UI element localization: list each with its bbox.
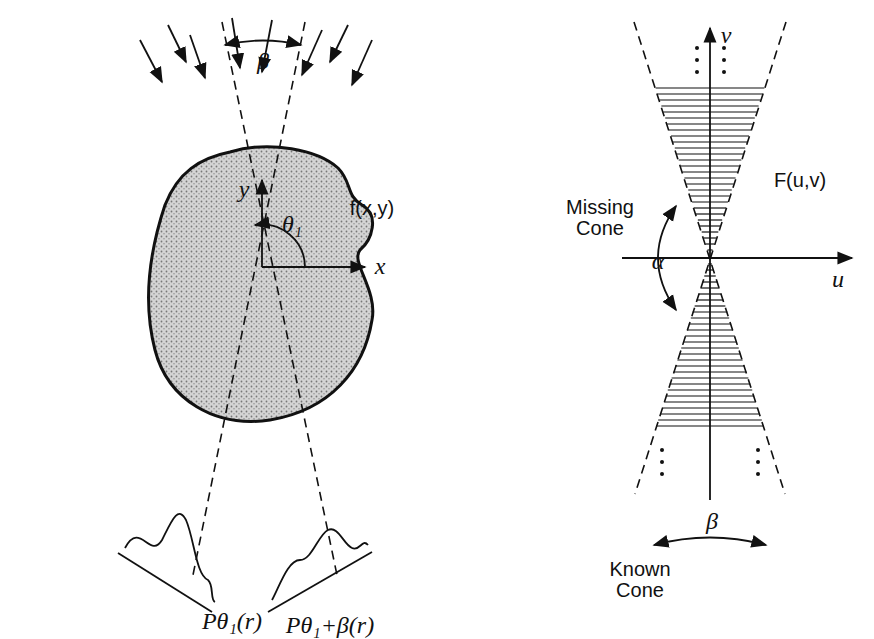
projection-label: Pθ₁+β(r) (286, 613, 374, 638)
function-label: F(u,v) (774, 170, 826, 191)
region-label: Known Cone (600, 559, 680, 601)
projections (118, 514, 372, 612)
angle-label: θ₁ (282, 212, 302, 237)
axis-label: x (375, 254, 386, 279)
frequency-axes (622, 28, 852, 545)
beam-bounds (192, 22, 338, 580)
function-label: f(x,y) (350, 198, 394, 219)
region-label: Missing Cone (560, 197, 640, 239)
projection-label: Pθ₁(r) (202, 609, 262, 634)
angle-label: β (257, 49, 269, 74)
incident-rays (140, 18, 372, 85)
axis-label: u (832, 267, 844, 292)
object-blob (148, 147, 372, 422)
axis-label: v (721, 23, 732, 48)
angle-label: β (706, 509, 718, 534)
angle-label: α (652, 249, 665, 274)
continuation-dots (660, 46, 760, 476)
axis-label: y (239, 177, 250, 202)
object-axes (225, 41, 365, 268)
